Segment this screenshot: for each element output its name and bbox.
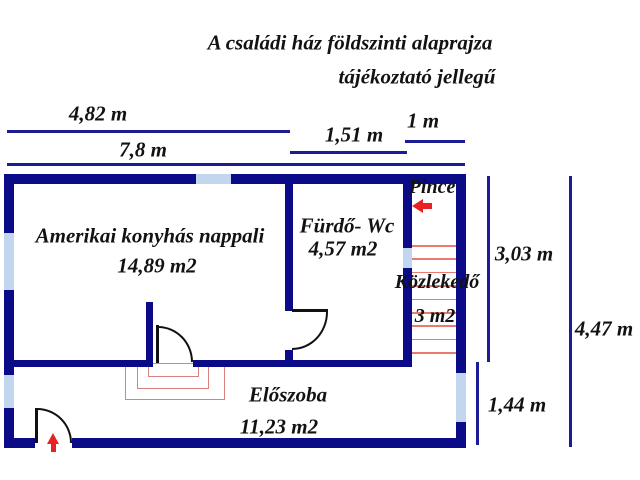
wall-entry-right-segment <box>193 360 412 367</box>
wall-bottom-right-segment <box>72 438 466 448</box>
room-label-basement: Pince <box>408 176 456 198</box>
room-label-hall: Közlekedő <box>394 271 480 293</box>
stair-tread-line <box>412 312 460 314</box>
dim-label-right-lower-height: 1,44 m <box>487 392 547 417</box>
page-title: A családi ház földszinti alaprajza <box>207 30 493 55</box>
dim-label-top-left-width: 4,82 m <box>68 101 128 126</box>
entry-step-inner <box>148 363 199 377</box>
up-arrow-stem <box>51 444 56 452</box>
stair-tread-line <box>412 258 460 260</box>
room-area-living: 14,89 m2 <box>117 253 197 278</box>
left-arrow-icon <box>412 199 423 213</box>
stair-tread-line <box>412 271 460 274</box>
dim-label-bath-width: 1,51 m <box>324 122 384 147</box>
wall-bath-hall <box>403 184 412 367</box>
door-leaf-entrance <box>35 408 38 443</box>
door-arc-living <box>158 326 193 362</box>
page-subtitle: tájékoztató jellegű <box>338 64 496 89</box>
dim-line-hall-width <box>405 140 465 143</box>
room-area-bathroom: 4,57 m2 <box>308 236 378 261</box>
wall-left <box>4 174 14 448</box>
wall-living-bath-upper <box>285 184 293 311</box>
room-label-entry: Előszoba <box>248 382 328 407</box>
up-arrow-icon <box>47 433 59 444</box>
stair-tread-line <box>412 325 460 327</box>
room-label-bathroom: Fürdő- Wc <box>299 213 395 238</box>
wall-stub-living <box>146 302 153 360</box>
window-left-entry <box>4 375 14 408</box>
dim-label-total-height: 4,47 m <box>574 316 634 341</box>
stair-tread-line <box>412 285 460 287</box>
wall-living-bath-lower <box>285 350 293 367</box>
opening-bath-hall <box>403 248 412 268</box>
window-right-entry <box>456 373 466 422</box>
dim-line-total-width <box>7 163 465 166</box>
window-left-living <box>4 233 14 290</box>
stair-tread-line <box>412 245 460 247</box>
dim-line-right-upper-height <box>487 176 490 362</box>
wall-right <box>456 174 466 448</box>
room-area-hall: 3 m2 <box>414 305 456 327</box>
dim-line-bath-width <box>290 151 407 154</box>
dim-line-total-height <box>569 176 572 447</box>
dim-line-top-left-width <box>7 130 290 133</box>
dim-label-total-width: 7,8 m <box>119 137 167 162</box>
dim-label-right-upper-height: 3,03 m <box>494 241 554 266</box>
wall-bottom-left-segment <box>4 438 35 448</box>
stair-tread-line <box>412 298 460 301</box>
left-arrow-stem <box>423 203 432 209</box>
wall-top <box>4 174 466 184</box>
stairs-to-basement <box>412 245 460 357</box>
dim-line-right-lower-height <box>476 362 479 445</box>
room-area-entry: 11,23 m2 <box>239 414 319 439</box>
wall-entry-left-segment <box>14 360 153 367</box>
door-leaf-bathroom <box>292 309 328 312</box>
window-top-wall <box>196 174 231 184</box>
stair-tread-line <box>412 352 460 354</box>
door-arc-bathroom <box>292 312 328 350</box>
room-label-living: Amerikai konyhás nappali <box>35 223 265 248</box>
dim-label-hall-width: 1 m <box>406 108 440 133</box>
stair-tread-line <box>412 338 460 341</box>
